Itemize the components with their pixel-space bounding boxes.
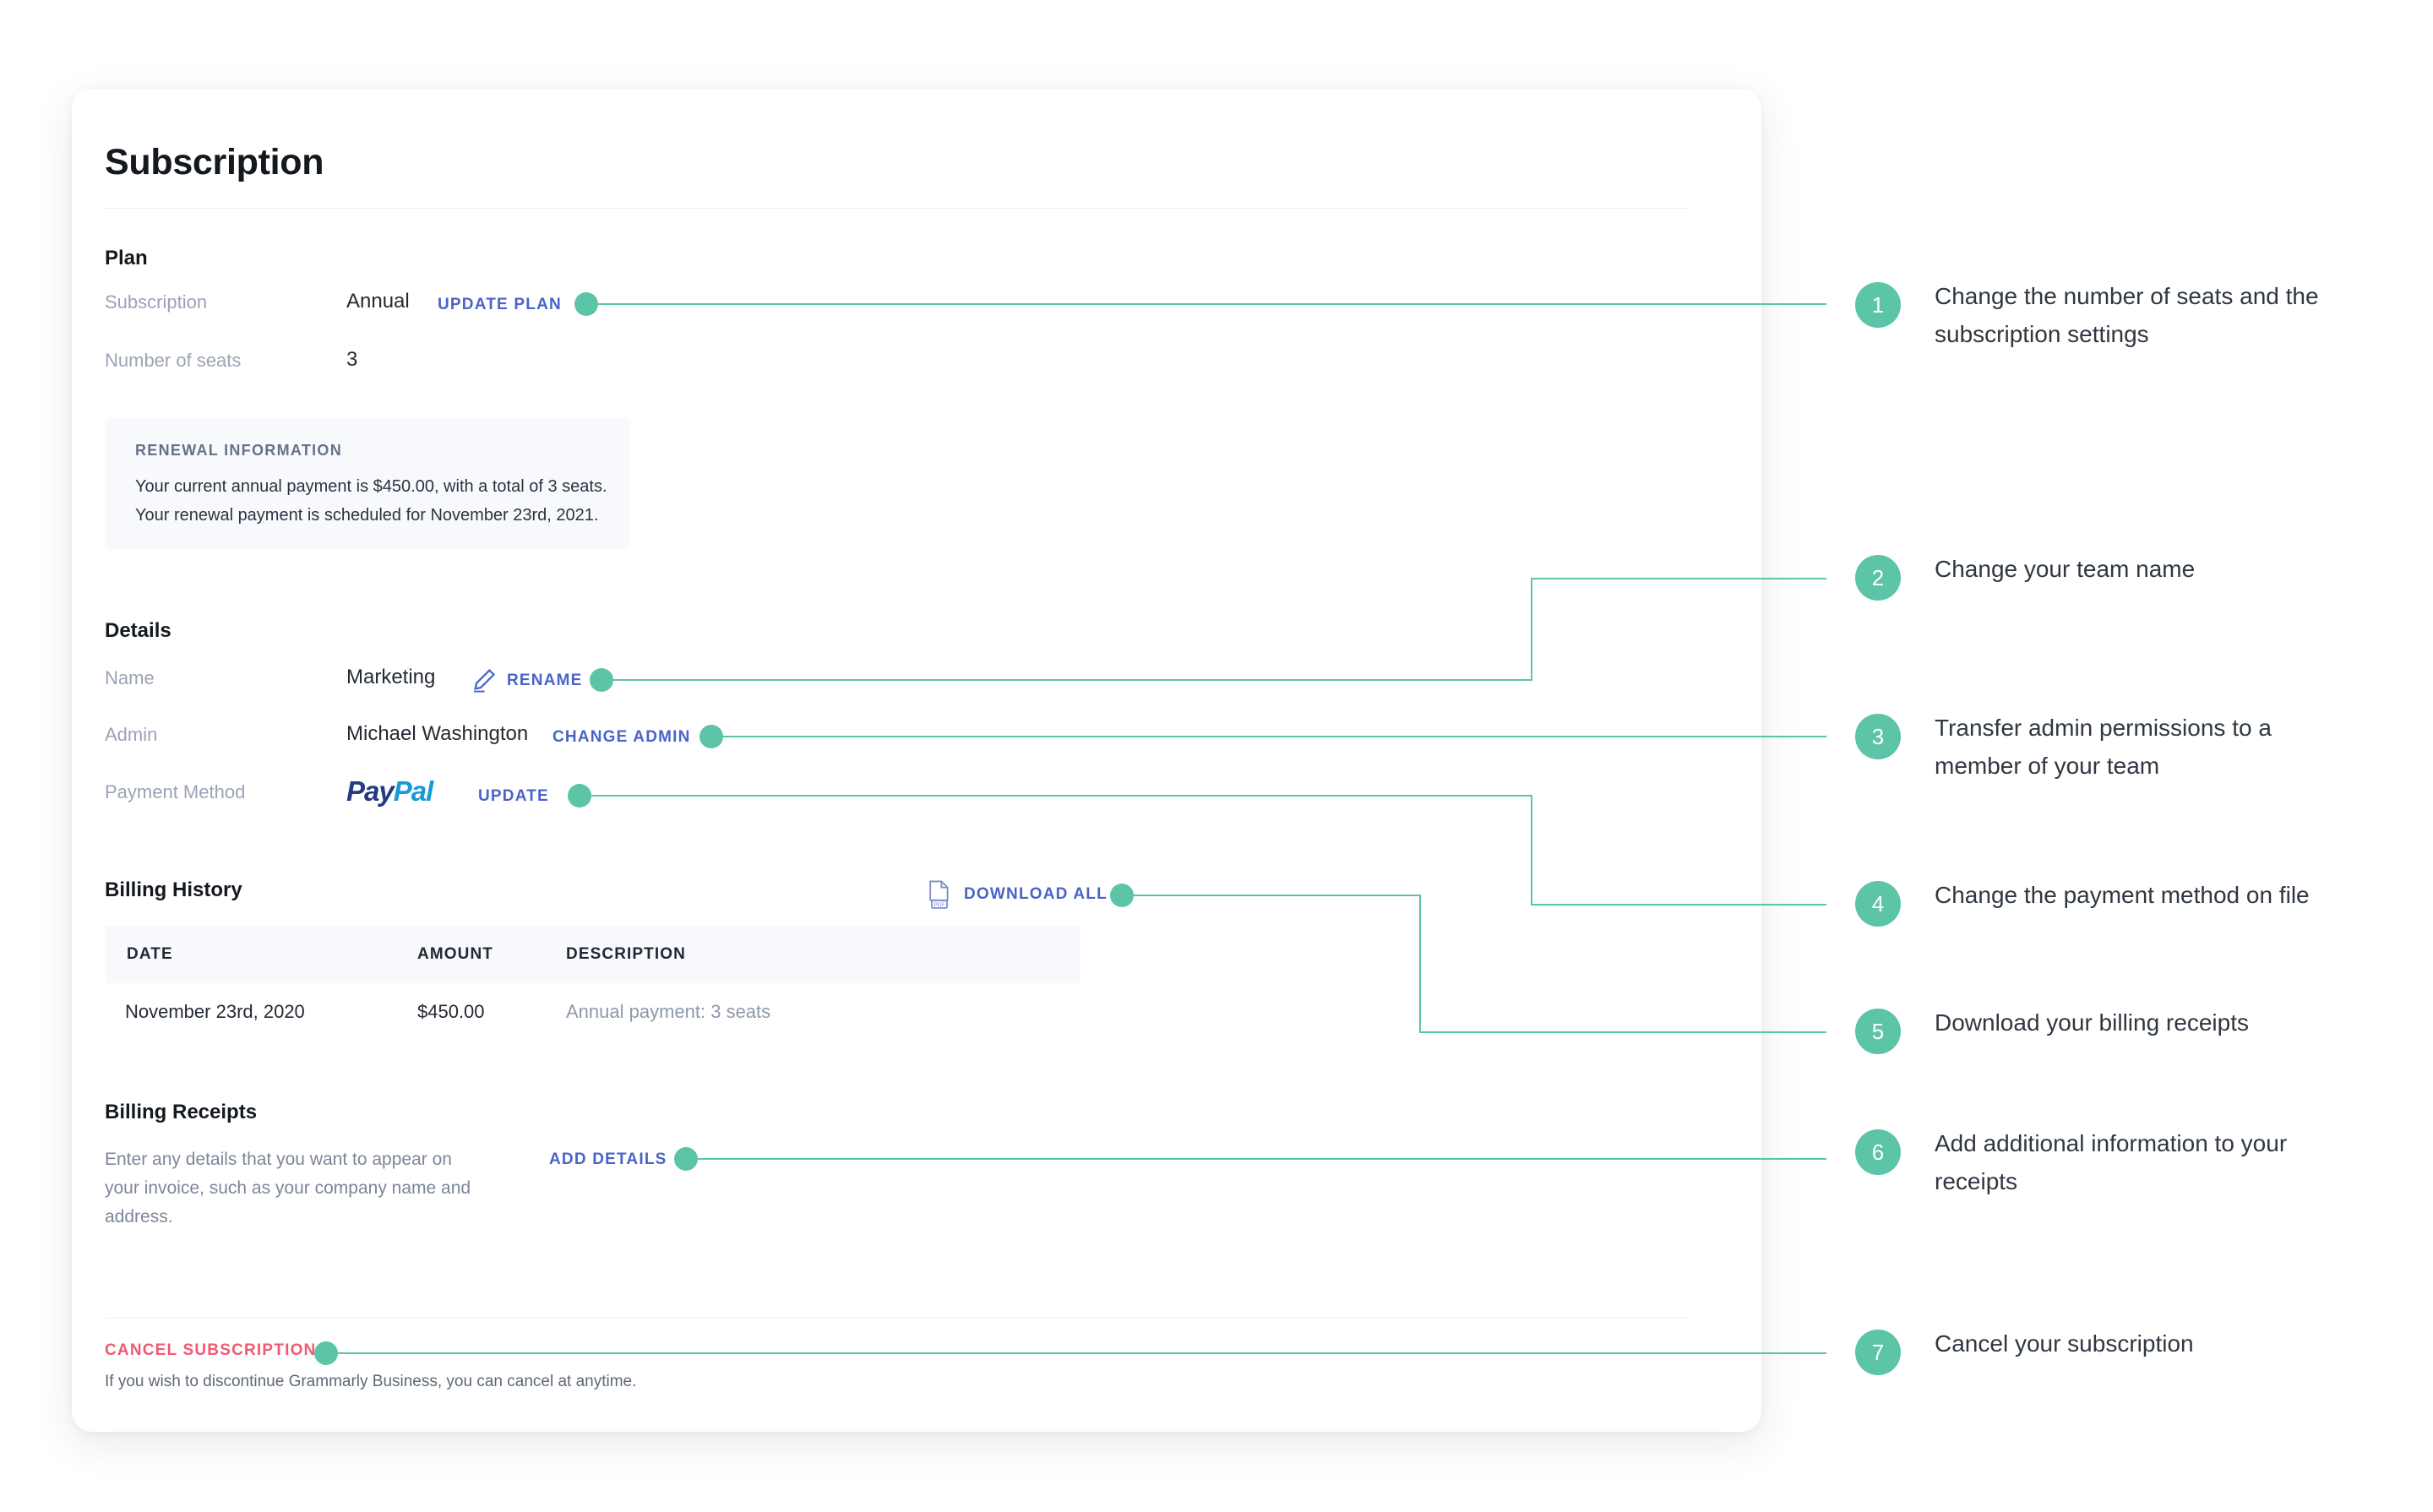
connector-line-2a bbox=[607, 679, 1532, 681]
rename-button[interactable]: RENAME bbox=[507, 672, 583, 689]
connector-line-5c bbox=[1419, 1031, 1826, 1033]
row-label-number-of-seats: Number of seats bbox=[105, 350, 242, 371]
cancel-subscription-note: If you wish to discontinue Grammarly Bus… bbox=[105, 1373, 637, 1390]
connector-line-1 bbox=[591, 303, 1826, 305]
annotation-badge-2: 2 bbox=[1855, 555, 1901, 601]
connector-line-6 bbox=[691, 1158, 1826, 1160]
row-label-payment-method: Payment Method bbox=[105, 781, 246, 802]
billing-table-header-row bbox=[105, 926, 1080, 983]
paypal-logo-pal: Pal bbox=[393, 775, 434, 807]
page-title: Subscription bbox=[105, 142, 324, 182]
annotation-text-4: Change the payment method on file bbox=[1935, 882, 2310, 908]
connector-line-2b bbox=[1531, 578, 1532, 681]
cancel-divider bbox=[105, 1318, 1690, 1319]
table-row-amount: $450.00 bbox=[417, 1001, 485, 1022]
column-header-description: DESCRIPTION bbox=[566, 945, 686, 963]
row-value-admin: Michael Washington bbox=[346, 722, 529, 745]
renewal-information-panel: RENEWAL INFORMATION Your current annual … bbox=[105, 418, 630, 549]
connector-line-5b bbox=[1419, 895, 1421, 1033]
subscription-card bbox=[72, 89, 1761, 1432]
row-value-name: Marketing bbox=[346, 666, 436, 688]
table-row-date: November 23rd, 2020 bbox=[125, 1001, 305, 1022]
paypal-logo-pay: Pay bbox=[346, 775, 395, 807]
pdf-file-icon: PDF bbox=[927, 880, 952, 911]
svg-text:PDF: PDF bbox=[933, 902, 944, 908]
row-label-name: Name bbox=[105, 667, 155, 688]
connector-line-7 bbox=[331, 1352, 1826, 1354]
download-all-button[interactable]: DOWNLOAD ALL bbox=[964, 885, 1108, 903]
renewal-information-title: RENEWAL INFORMATION bbox=[135, 442, 343, 459]
annotation-text-2: Change your team name bbox=[1935, 556, 2196, 582]
section-heading-billing-history: Billing History bbox=[105, 878, 242, 901]
section-heading-plan: Plan bbox=[105, 247, 148, 269]
row-label-subscription: Subscription bbox=[105, 291, 208, 313]
row-label-admin: Admin bbox=[105, 724, 158, 745]
update-payment-button[interactable]: UPDATE bbox=[478, 787, 549, 805]
title-divider bbox=[105, 208, 1690, 209]
annotation-badge-5: 5 bbox=[1855, 1009, 1901, 1054]
annotation-badge-1: 1 bbox=[1855, 282, 1901, 328]
cancel-subscription-button[interactable]: CANCEL SUBSCRIPTION bbox=[105, 1341, 317, 1359]
connector-line-3 bbox=[716, 736, 1826, 737]
annotation-badge-7: 7 bbox=[1855, 1330, 1901, 1375]
change-admin-button[interactable]: CHANGE ADMIN bbox=[552, 728, 691, 746]
section-heading-billing-receipts: Billing Receipts bbox=[105, 1101, 258, 1123]
annotation-badge-4: 4 bbox=[1855, 881, 1901, 927]
update-plan-button[interactable]: UPDATE PLAN bbox=[438, 296, 562, 313]
annotation-badge-3: 3 bbox=[1855, 714, 1901, 759]
connector-line-4c bbox=[1531, 904, 1826, 906]
column-header-amount: AMOUNT bbox=[417, 945, 493, 963]
annotation-text-1: Change the number of seats and the subsc… bbox=[1935, 283, 2319, 347]
renewal-line-2: Your renewal payment is scheduled for No… bbox=[135, 506, 599, 525]
column-header-date: DATE bbox=[127, 945, 173, 963]
connector-line-4b bbox=[1531, 795, 1532, 905]
paypal-logo: PayPal bbox=[346, 775, 433, 808]
annotation-text-7: Cancel your subscription bbox=[1935, 1330, 2194, 1357]
connector-line-5a bbox=[1127, 895, 1421, 896]
annotation-text-5: Download your billing receipts bbox=[1935, 1009, 2249, 1036]
table-row-description: Annual payment: 3 seats bbox=[566, 1001, 771, 1022]
connector-line-4a bbox=[585, 795, 1531, 797]
annotation-text-3: Transfer admin permissions to a member o… bbox=[1935, 715, 2272, 779]
billing-receipts-description: Enter any details that you want to appea… bbox=[105, 1150, 471, 1226]
renewal-line-1: Your current annual payment is $450.00, … bbox=[135, 477, 607, 496]
section-heading-details: Details bbox=[105, 619, 171, 642]
annotation-badge-6: 6 bbox=[1855, 1129, 1901, 1175]
annotation-text-6: Add additional information to your recei… bbox=[1935, 1130, 2288, 1194]
pencil-icon bbox=[470, 666, 498, 694]
row-value-subscription: Annual bbox=[346, 290, 410, 313]
add-details-button[interactable]: ADD DETAILS bbox=[549, 1150, 667, 1168]
connector-line-2c bbox=[1531, 578, 1826, 579]
row-value-number-of-seats: 3 bbox=[346, 348, 358, 371]
